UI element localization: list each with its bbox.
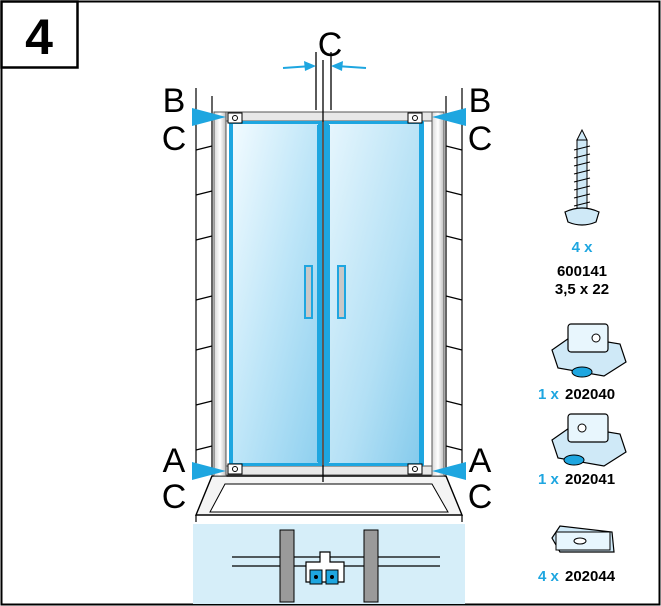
label-c-top-right: C [468,120,493,158]
left-wall [195,88,213,475]
clip-icon [551,525,615,553]
part-4-code: 202044 [565,568,616,585]
left-door-panel [229,121,322,466]
part-2-qty: 1 x [538,386,560,403]
label-a-bottom-right: A [469,442,492,480]
top-gap-indicator: C [282,26,367,110]
corner-fittings [227,112,423,475]
label-c-bottom-right: C [468,478,493,516]
arrow-bottom-right [432,462,466,480]
left-handle [304,265,313,319]
part-3-code: 202041 [565,471,615,488]
part-1-qty: 4 x [572,239,594,256]
bracket-icon [551,323,627,378]
label-top-center: C [318,26,343,64]
part-4-qty: 4 x [538,568,560,585]
marker-top-left: B C [162,82,226,158]
arrow-top-right [432,108,466,126]
marker-top-right: B C [432,82,492,158]
left-wall-profile [213,111,227,477]
part-1-size: 3,5 x 22 [555,281,609,298]
arrow-top-left [192,108,226,126]
marker-bottom-right: A C [432,442,492,516]
screw-icon [564,128,600,226]
right-wall [445,88,463,475]
part-2-code: 202040 [565,386,615,403]
parts-list: 4 x 600141 3,5 x 22 1 x 202040 1 x 20204… [538,128,627,585]
step-badge: 4 [0,0,79,69]
label-b-top-left: B [163,82,186,120]
bottom-frame [225,465,433,476]
arrow-bottom-left [192,462,226,480]
right-wall-profile [431,111,445,477]
step-number: 4 [25,9,53,65]
marker-bottom-left: A C [162,442,226,516]
right-handle [337,265,346,319]
label-c-bottom-left: C [162,478,187,516]
top-frame [225,111,433,122]
part-1-code: 600141 [557,263,607,280]
shower-tray [194,475,464,522]
hinge-detail-panel [193,524,465,604]
right-door-panel [324,121,424,466]
label-c-top-left: C [162,120,187,158]
label-b-top-right: B [469,82,492,120]
bracket-icon [551,413,627,467]
part-3-qty: 1 x [538,471,560,488]
label-a-bottom-left: A [163,442,186,480]
